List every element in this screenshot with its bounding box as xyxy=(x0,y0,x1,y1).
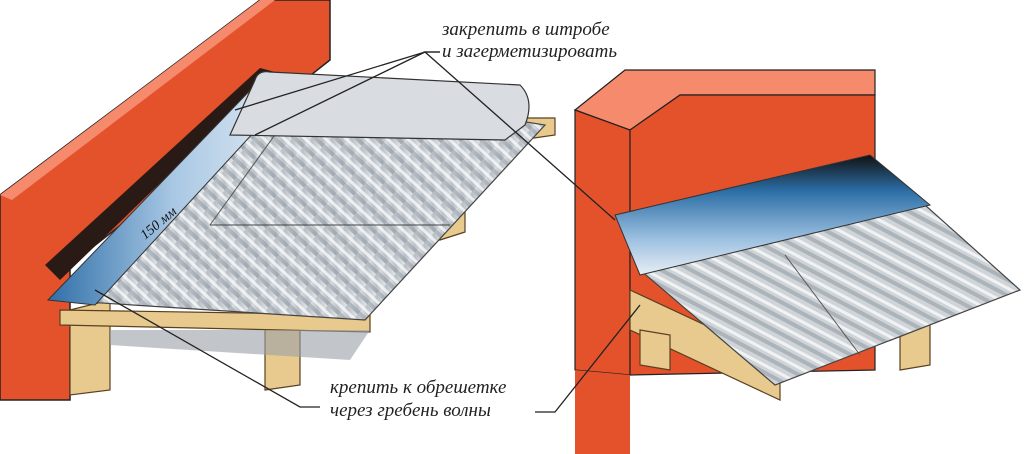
left-wall-groove xyxy=(45,68,275,280)
annotation-top-line2: и загерметизировать xyxy=(442,41,617,62)
left-assembly: 150 мм xyxy=(0,0,556,401)
annotation-top-line1: закрепить в штробе xyxy=(441,19,610,40)
right-sheet-joint xyxy=(784,254,861,356)
left-wall-top-face xyxy=(0,0,275,200)
right-brick-front xyxy=(574,109,631,376)
right-wall-flashing xyxy=(614,154,932,276)
annotation-bottom-line1: крепить к обрешетке xyxy=(330,377,506,398)
annotation-bottom-line2: через гребень волны xyxy=(330,400,491,421)
right-brick-base xyxy=(575,370,630,454)
leader-lines xyxy=(94,51,641,413)
left-ridge-flashing xyxy=(229,71,530,141)
right-assembly xyxy=(573,69,1022,454)
left-shadow xyxy=(110,330,370,360)
